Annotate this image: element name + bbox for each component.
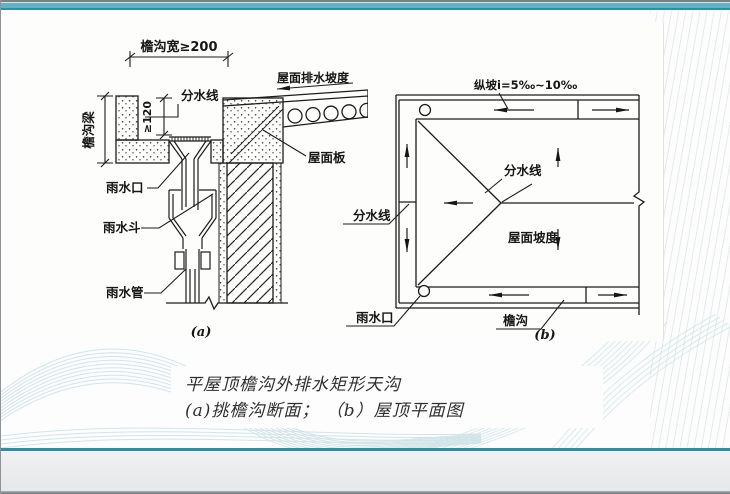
diagram-a-gutter-section: 檐沟宽≥200 檐沟梁 ≥120 分水线 屋面排水坡度 屋面板 雨水口 雨水斗 … (81, 39, 368, 340)
figure-label-a: (a) (191, 325, 212, 340)
rain-outlet-bottom (417, 284, 431, 298)
label-gutter-width: 檐沟宽≥200 (140, 39, 217, 55)
caption-line-2: (a)挑檐沟断面； （b）屋顶平面图 (185, 401, 464, 421)
roof-slab (223, 89, 368, 128)
leader-rain-inlet (346, 295, 421, 327)
leader-rain-hopper (141, 193, 214, 229)
leader-rain-pipe (144, 268, 187, 294)
caption-line-1: 平屋顶檐沟外排水矩形天沟 (185, 375, 401, 395)
label-roof-slab: 屋面板 (308, 150, 346, 165)
figure-label-b: (b) (534, 328, 555, 343)
label-watershed-inner: 分水线 (504, 163, 542, 178)
leader-watershed-inner (484, 178, 533, 203)
wall-section (218, 162, 282, 304)
slide-bottom-edge (1, 491, 730, 494)
leader-eave-gutter (496, 299, 565, 330)
leader-long-slope (498, 92, 509, 110)
leader-rain-inlet (147, 152, 190, 189)
scanned-figure-sheet (19, 22, 664, 341)
gutter-channel (115, 95, 284, 164)
label-roof-slope: 屋面坡度 (508, 230, 559, 245)
plan-outline (395, 94, 646, 315)
leader-roof-slab (262, 129, 307, 157)
rain-outlet-top (418, 103, 432, 117)
leader-watershed-left (343, 203, 410, 225)
leader-roof-slope-arrow (276, 82, 354, 91)
dimension-gutter-width (124, 51, 234, 67)
pipe-coupling (174, 251, 211, 270)
diagram-b-roof-plan: 纵坡i=5‰~10‰ 分水线 屋面坡度 分水线 雨水口 檐沟 (b) (343, 78, 646, 343)
label-watershed: 分水线 (181, 88, 219, 103)
label-gutter-beam: 檐沟梁 (81, 111, 96, 149)
rain-hopper (168, 189, 217, 249)
label-rain-hopper: 雨水斗 (103, 220, 141, 235)
label-longitudinal-slope: 纵坡i=5‰~10‰ (474, 78, 578, 92)
flow-arrows (404, 107, 629, 298)
dimension-gutter-beam (97, 91, 113, 168)
label-roof-drain-slope: 屋面排水坡度 (277, 70, 350, 85)
label-rain-pipe: 雨水管 (106, 285, 144, 300)
ridge-lines (417, 120, 634, 286)
label-eave-gutter: 檐沟 (503, 313, 528, 328)
label-rain-inlet: 雨水口 (106, 180, 144, 195)
figure-caption: 平屋顶檐沟外排水矩形天沟 (a)挑檐沟断面； （b）屋顶平面图 (171, 366, 603, 428)
rain-inlet-funnel (168, 136, 212, 210)
slide-footer-band (1, 451, 730, 491)
label-rain-inlet: 雨水口 (356, 310, 394, 325)
slide-top-border (1, 0, 730, 11)
label-watershed-left: 分水线 (353, 208, 391, 223)
leader-watershed (145, 104, 179, 118)
rain-downpipe (185, 249, 200, 303)
slide-bottom-accent-line (1, 448, 730, 451)
label-depth: ≥120 (141, 101, 154, 134)
